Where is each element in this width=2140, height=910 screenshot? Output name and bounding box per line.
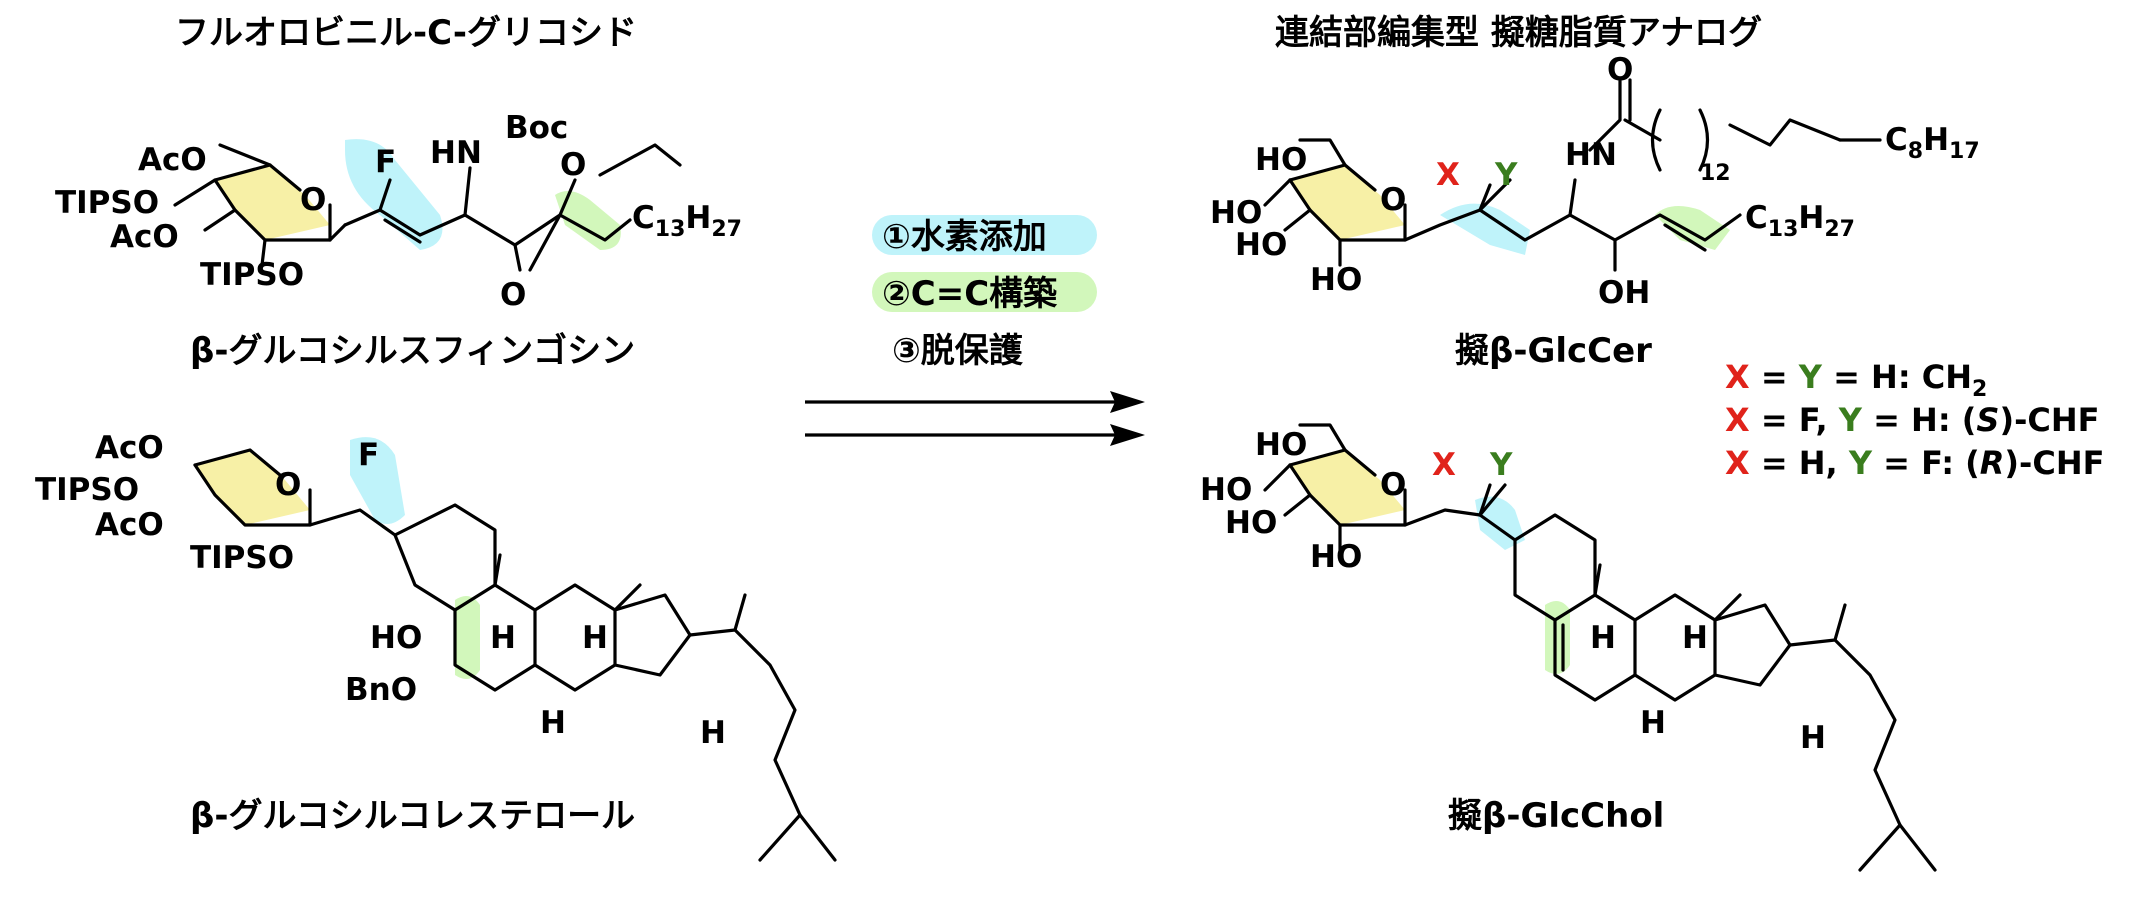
- substituent-legend: X = Y = H: CH2 X = F, Y = H: (S)-CHF X =…: [1725, 358, 2104, 482]
- label-aco-3: AcO: [95, 430, 164, 466]
- label-fluorine-2: F: [358, 437, 379, 473]
- step-2-highlight: [872, 272, 1097, 312]
- label-ho-p2-4: HO: [1310, 539, 1362, 575]
- label-h-4: H: [700, 715, 726, 751]
- label-y-p2: Y: [1489, 447, 1513, 483]
- step-1-highlight: [872, 215, 1097, 255]
- heading-fluorovinyl-c-glycoside: フルオロビニル-C-グリコシド: [175, 13, 637, 53]
- structure-glucosylsphingosine-precursor: AcO TIPSO AcO TIPSO O F HN Boc O O C13H2…: [55, 110, 742, 313]
- label-h-1: H: [490, 620, 516, 656]
- label-bno: BnO: [345, 672, 417, 708]
- label-h-p2-1: H: [1590, 620, 1616, 656]
- label-tipso-3: TIPSO: [35, 472, 139, 508]
- label-y-p1: Y: [1494, 157, 1518, 193]
- label-oh-p1: OH: [1598, 275, 1650, 311]
- label-ring-oxygen-p2: O: [1380, 467, 1406, 503]
- name-glucosylsphingosine: β-グルコシルスフィンゴシン: [190, 331, 635, 371]
- label-aco-2: AcO: [110, 219, 179, 255]
- label-ho-p2-2: HO: [1200, 472, 1252, 508]
- label-c13h27-2: C13H27: [1745, 200, 1855, 242]
- label-ho-p1-2: HO: [1210, 195, 1262, 231]
- label-carbonyl-oxygen: O: [1607, 52, 1633, 88]
- legend-row-r-chf: X = H, Y = F: (R)-CHF: [1725, 444, 2104, 482]
- structure-glucosylcholesterol-precursor: AcO TIPSO AcO TIPSO O F HO BnO H H H H: [35, 430, 837, 862]
- label-aco-1: AcO: [138, 142, 207, 178]
- label-aco-4: AcO: [95, 507, 164, 543]
- name-pseudo-glcchol: 擬β-GlcChol: [1448, 796, 1664, 836]
- label-ch2-repeat-12: 12: [1700, 161, 1731, 186]
- reaction-arrow: [805, 391, 1145, 446]
- label-ho-p1-3: HO: [1235, 227, 1287, 263]
- label-h-3: H: [540, 705, 566, 741]
- label-h-p2-2: H: [1682, 620, 1708, 656]
- structure-pseudo-glcchol: HO HO HO HO O X Y H H H H: [1200, 423, 1937, 872]
- label-ho-p1-4: HO: [1310, 262, 1362, 298]
- label-ho-p1-1: HO: [1255, 142, 1307, 178]
- label-nh-1: HN: [430, 135, 482, 171]
- label-boc: Boc: [505, 110, 568, 146]
- label-c8h17: C8H17: [1885, 122, 1980, 164]
- reaction-conditions: ①水素添加 ②C=C構築 ③脱保護: [872, 215, 1097, 371]
- label-h-2: H: [582, 620, 608, 656]
- label-ho-p2-1: HO: [1255, 427, 1307, 463]
- label-x-p1: X: [1436, 157, 1460, 193]
- label-tipso-1: TIPSO: [55, 185, 159, 221]
- label-h-p2-3: H: [1640, 705, 1666, 741]
- step-2-c-c-construction: ②C=C構築: [882, 274, 1058, 314]
- label-tipso-4: TIPSO: [190, 540, 294, 576]
- step-1-hydrogenation: ①水素添加: [882, 217, 1047, 257]
- name-glucosylcholesterol: β-グルコシルコレステロール: [190, 796, 635, 836]
- label-acetonide-oxygen-1: O: [560, 147, 586, 183]
- label-ho-cholesterol: HO: [370, 620, 422, 656]
- label-acetonide-oxygen-2: O: [500, 277, 526, 313]
- legend-row-ch2: X = Y = H: CH2: [1725, 358, 1987, 402]
- step-3-deprotection: ③脱保護: [892, 331, 1024, 371]
- label-h-p2-4: H: [1800, 720, 1826, 756]
- label-x-p2: X: [1432, 447, 1456, 483]
- structure-pseudo-glccer: HO HO HO HO O X Y HN O 12 OH C8H17 C13H2…: [1210, 52, 1980, 311]
- legend-row-s-chf: X = F, Y = H: (S)-CHF: [1725, 401, 2099, 439]
- label-tipso-2: TIPSO: [200, 257, 304, 293]
- name-pseudo-glccer: 擬β-GlcCer: [1455, 331, 1652, 371]
- label-ring-oxygen-1: O: [300, 182, 326, 218]
- label-fluorine-1: F: [375, 144, 396, 180]
- label-nh-p1: HN: [1565, 137, 1617, 173]
- label-ring-oxygen-p1: O: [1380, 182, 1406, 218]
- label-c13h27-1: C13H27: [632, 200, 742, 242]
- heading-linker-edited-glycolipid-analog: 連結部編集型 擬糖脂質アナログ: [1275, 13, 1762, 53]
- label-ring-oxygen-2: O: [275, 467, 301, 503]
- label-ho-p2-3: HO: [1225, 505, 1277, 541]
